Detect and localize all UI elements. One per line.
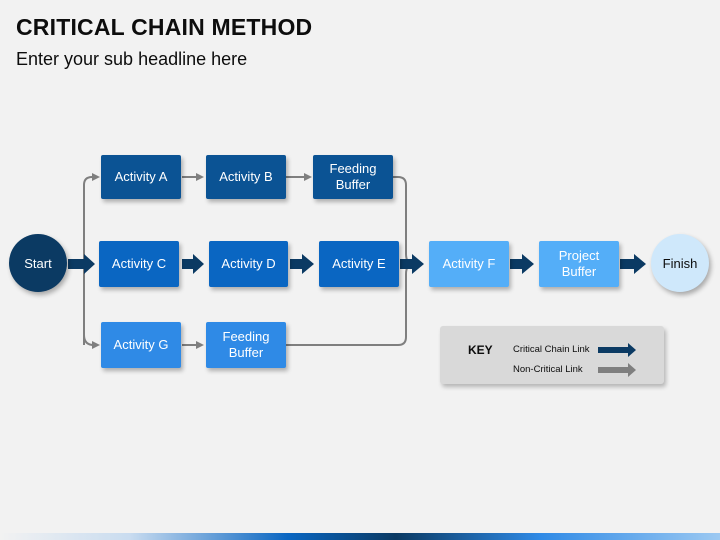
bottom-accent-bar <box>0 533 720 540</box>
critical-link-d-to-e <box>290 254 314 274</box>
legend-critical-arrow <box>598 343 636 357</box>
activity-c-box: Activity C <box>99 241 179 287</box>
activity-f-box: Activity F <box>429 241 509 287</box>
legend-title: KEY <box>468 343 493 357</box>
activity-b-box: Activity B <box>206 155 286 199</box>
critical-link-start-to-c <box>68 254 95 274</box>
start-to-activity-g-line <box>83 334 100 349</box>
critical-link-project-buffer-to-finish <box>620 254 646 274</box>
page-subtitle: Enter your sub headline here <box>16 49 248 69</box>
activity-g-box: Activity G <box>101 322 181 368</box>
start-branch-line <box>83 173 100 345</box>
activity-a-box: Activity A <box>101 155 181 199</box>
project-buffer-label: Project Buffer <box>558 248 600 279</box>
activity-e-box: Activity E <box>319 241 399 287</box>
activity-e-label: Activity E <box>332 256 386 271</box>
finish-label: Finish <box>662 255 698 271</box>
start-node: Start <box>9 234 67 292</box>
activity-a-label: Activity A <box>114 169 168 184</box>
activity-c-label: Activity C <box>111 256 167 271</box>
activity-b-label: Activity B <box>219 169 273 184</box>
critical-link-f-to-project-buffer <box>510 254 534 274</box>
critical-link-e-to-f <box>400 254 424 274</box>
feeding-buffer-bottom-label: Feeding Buffer <box>222 329 270 360</box>
feeding-buffer-top-label: Feeding Buffer <box>329 161 377 192</box>
activity-d-label: Activity D <box>221 256 276 271</box>
critical-link-c-to-d <box>182 254 204 274</box>
legend-key: KEY Critical Chain Link Non-Critical Lin… <box>440 326 664 384</box>
legend-critical-label: Critical Chain Link <box>513 344 590 355</box>
finish-node: Finish <box>651 234 709 292</box>
project-buffer-box: Project Buffer <box>539 241 619 287</box>
activity-d-box: Activity D <box>209 241 288 287</box>
activity-f-label: Activity F <box>442 256 496 271</box>
feeding-buffer-bottom-box: Feeding Buffer <box>206 322 286 368</box>
activity-g-label: Activity G <box>113 337 169 352</box>
start-label: Start <box>24 255 52 271</box>
legend-noncritical-label: Non-Critical Link <box>513 364 583 375</box>
feeding-buffer-top-box: Feeding Buffer <box>313 155 393 199</box>
page-title: CRITICAL CHAIN METHOD <box>16 14 313 40</box>
legend-noncritical-arrow <box>598 363 636 377</box>
